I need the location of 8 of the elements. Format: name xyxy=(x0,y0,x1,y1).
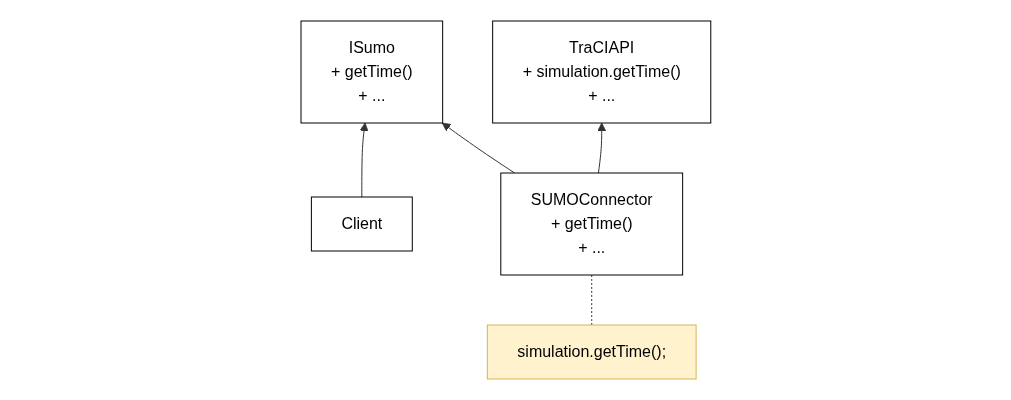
node-box: ISumo + getTime() + ... xyxy=(300,20,443,124)
arrow xyxy=(359,122,369,198)
node-box: simulation.getTime(); xyxy=(486,324,697,380)
node-box: Client xyxy=(310,196,413,252)
arrow xyxy=(596,122,606,174)
node-box: SUMOConnector + getTime() + ... xyxy=(499,172,683,276)
node-box: TraCIAPI + simulation.getTime() + ... xyxy=(491,20,711,124)
arrow xyxy=(441,122,515,174)
